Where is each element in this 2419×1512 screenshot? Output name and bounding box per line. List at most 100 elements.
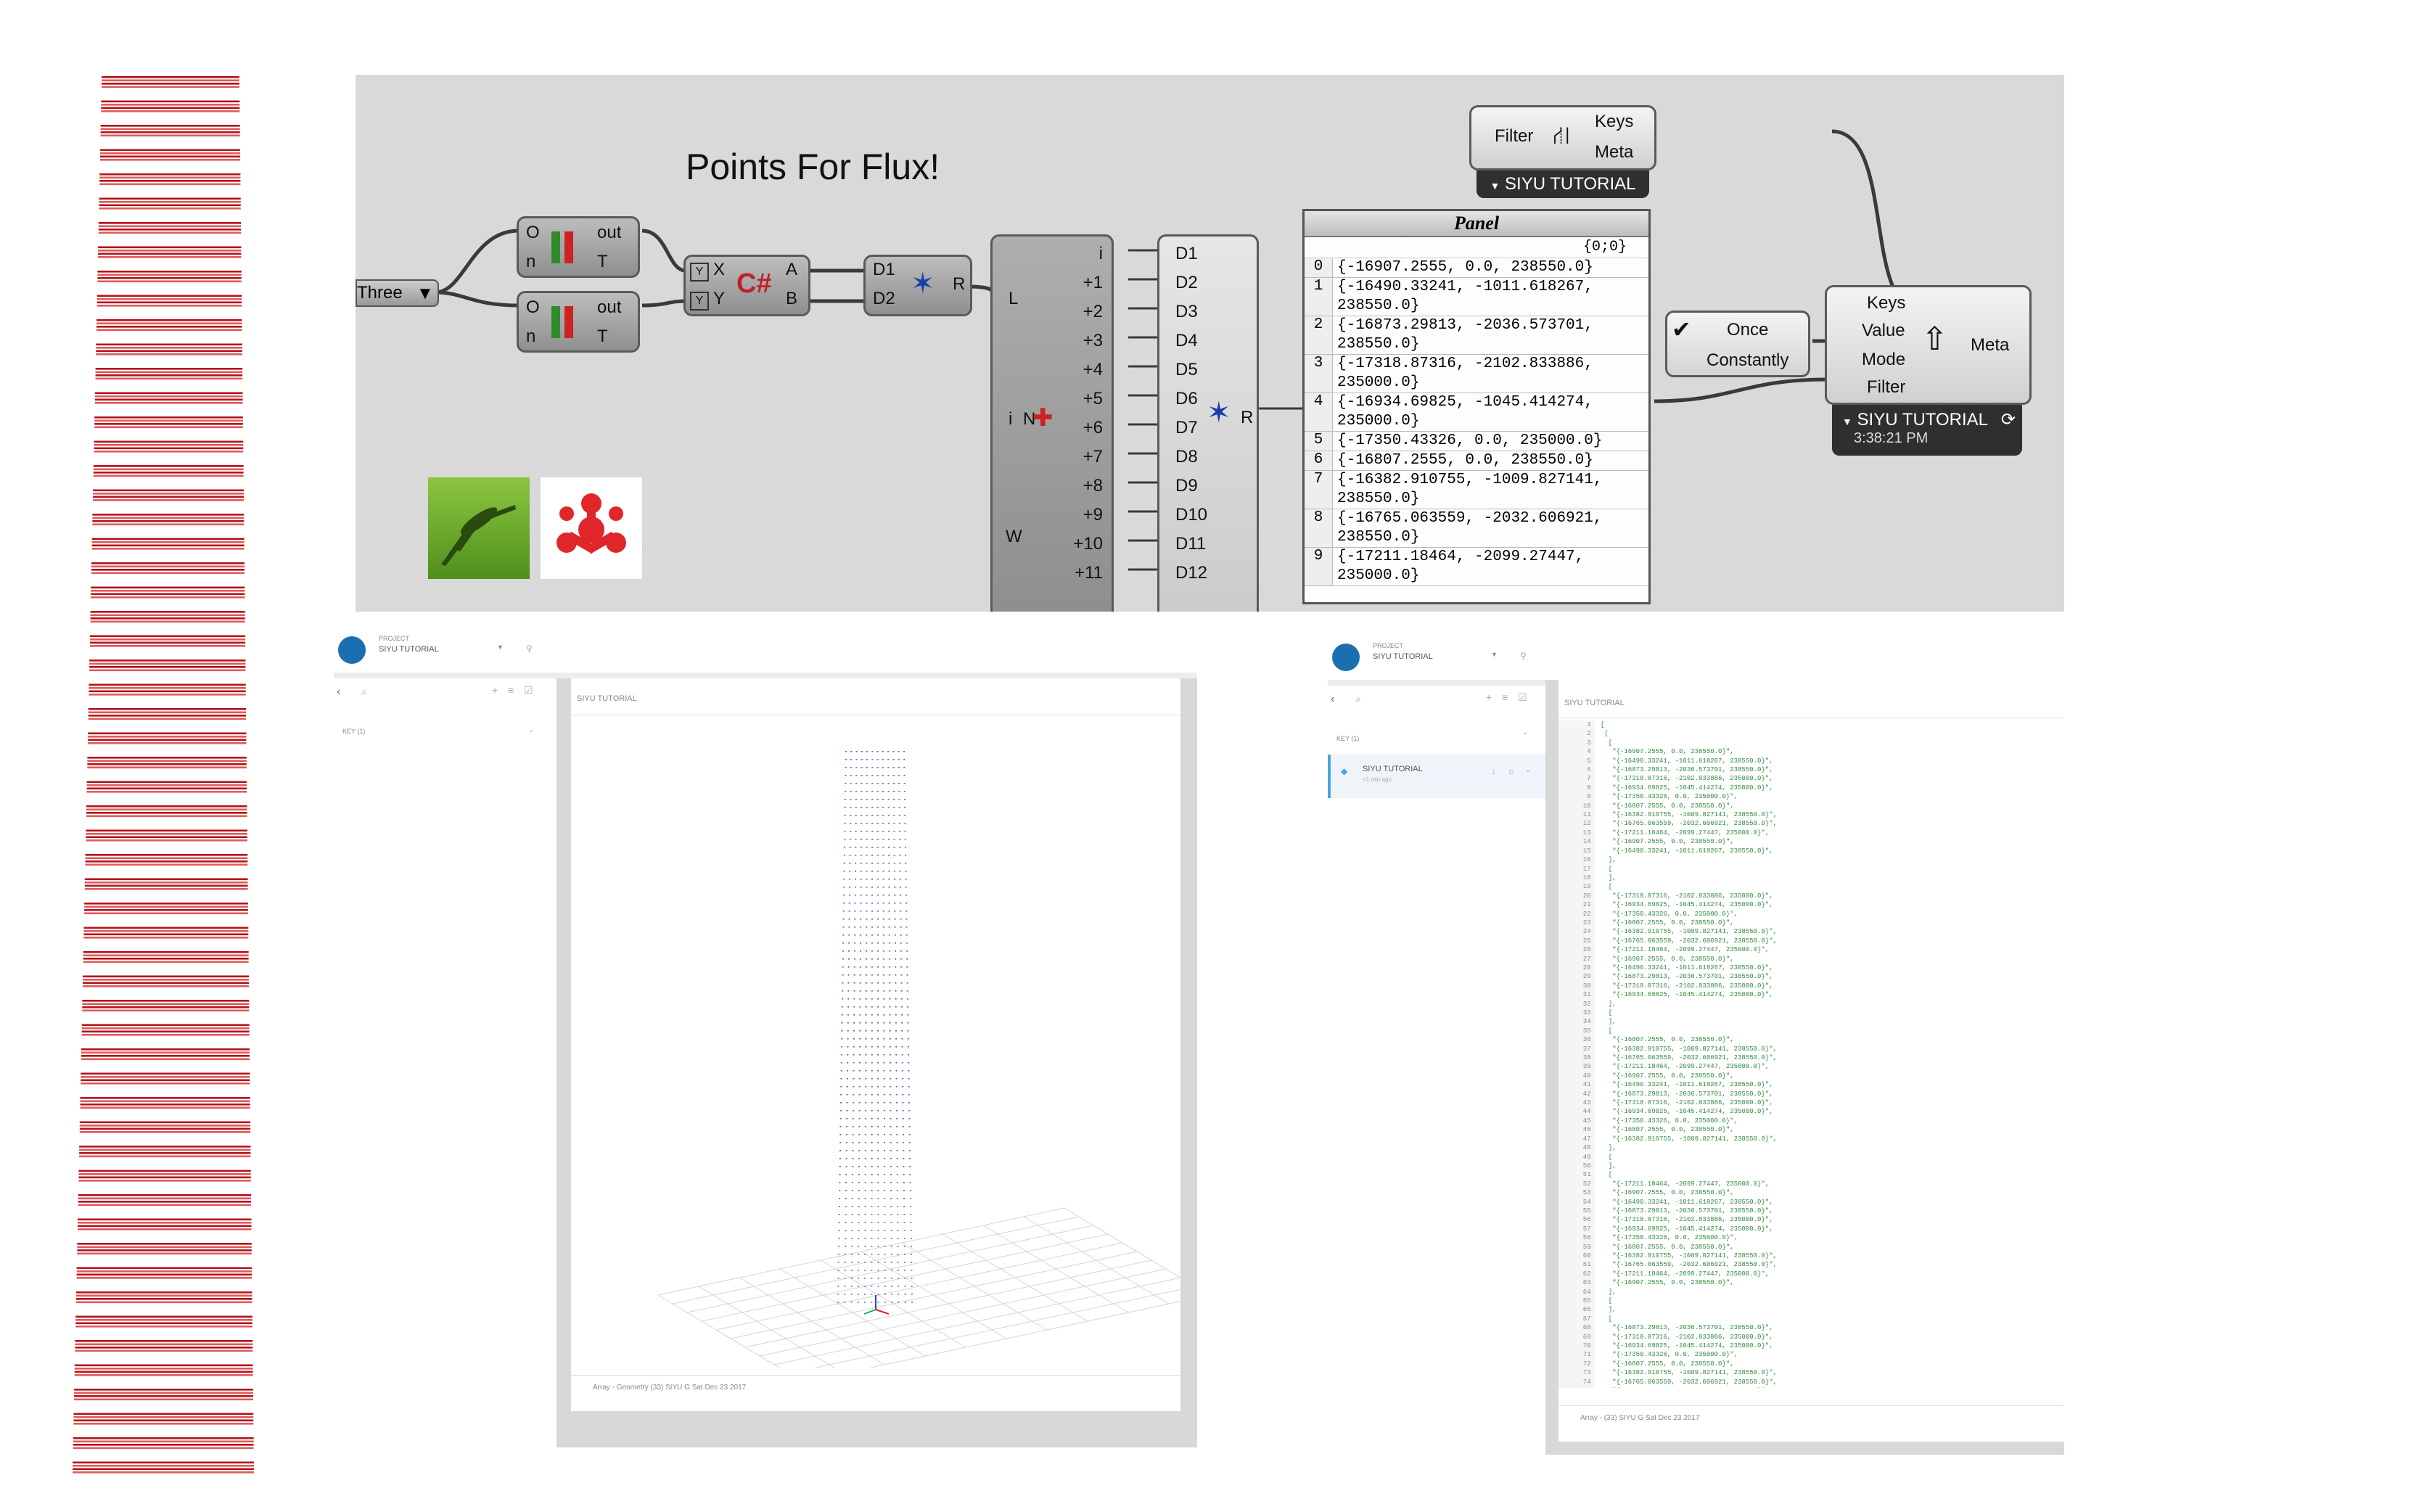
- download-icon[interactable]: ↓: [1492, 766, 1496, 776]
- tower-floor: [74, 1389, 253, 1401]
- flux-filter-node[interactable]: Filter ⛙ Keys Meta: [1469, 105, 1656, 170]
- list-output-0: i: [1098, 244, 1103, 263]
- tower-floor: [95, 368, 243, 380]
- project-name[interactable]: SIYU TUTORIAL: [1373, 652, 1433, 661]
- list-output-3: +3: [1083, 331, 1103, 350]
- user-icon[interactable]: ⚲: [526, 644, 533, 654]
- tower-floor: [82, 1000, 250, 1012]
- panel-row-value: {-17350.43326, 0.0, 235000.0}: [1337, 432, 1603, 449]
- panel-rows: 0{-16907.2555, 0.0, 238550.0} 1{-16490.33…: [1305, 258, 1648, 586]
- back-icon[interactable]: ‹: [337, 686, 341, 698]
- tower-floor: [85, 854, 248, 866]
- merge-node[interactable]: D1 D2 ✶ R: [863, 255, 972, 316]
- list-input-i: i: [1009, 409, 1013, 429]
- csharp-input-y: Y: [713, 289, 726, 308]
- viewport-panel[interactable]: SIYU TUTORIAL Array - Geometry (33) SIYU…: [557, 678, 1197, 1447]
- chevron-down-icon[interactable]: ▼: [497, 644, 504, 651]
- toggle-once: Once: [1727, 320, 1769, 340]
- panel-row: 7{-16382.910755, -1009.827141, 238550.0}: [1305, 471, 1648, 509]
- panel-row-index: 1: [1305, 278, 1333, 316]
- tower-floor: [81, 1048, 250, 1061]
- statusbar-divider: [1558, 1405, 2064, 1406]
- output-panel[interactable]: Panel {0;0} 0{-16907.2555, 0.0, 238550.0…: [1302, 209, 1651, 604]
- tower-floor: [96, 295, 242, 307]
- filter-label: Filter: [1495, 126, 1534, 146]
- series-output-t: T: [597, 252, 608, 271]
- entwine-input-d8: D8: [1175, 447, 1198, 467]
- series-input-o: O: [526, 297, 540, 317]
- flux-send-node[interactable]: Keys Value Mode Filter ⇧ Meta: [1825, 285, 2032, 405]
- lock-icon[interactable]: ⌂: [1508, 766, 1514, 776]
- add-icon[interactable]: +: [492, 684, 498, 696]
- chevron-down-icon[interactable]: ⌄: [1525, 766, 1532, 774]
- merge-input-d1: D1: [873, 260, 895, 279]
- add-icon[interactable]: +: [1486, 691, 1492, 703]
- series-node-2[interactable]: O n out T: [517, 291, 640, 353]
- toggle-node[interactable]: ✔ Once Constantly: [1665, 311, 1810, 377]
- flux-input-keys: Keys: [1867, 293, 1906, 313]
- chevron-up-icon[interactable]: ⌃: [1522, 732, 1529, 740]
- panel-row: 9{-17211.18464, -2099.27447, 235000.0}: [1305, 548, 1648, 586]
- data-view-title: SIYU TUTORIAL: [1564, 699, 1625, 707]
- tower-floor: [89, 683, 246, 696]
- series-node-1[interactable]: O n out T: [517, 216, 640, 278]
- panel-row: 4{-16934.69825, -1045.414274, 235000.0}: [1305, 393, 1648, 432]
- key-list-item[interactable]: ◆ SIYU TUTORIAL <1 min ago ↓ ⌂ ⌄: [1328, 755, 1548, 798]
- select-icon[interactable]: ☑: [1518, 691, 1527, 703]
- list-input-n: N: [1023, 409, 1036, 429]
- data-view[interactable]: SIYU TUTORIAL 1 2 3 4 5 6 7 8 9 10 11 12…: [1558, 680, 2064, 1442]
- key-item-time: <1 min ago: [1363, 776, 1392, 783]
- chevron-down-icon[interactable]: ▼: [1491, 651, 1498, 658]
- axis-gizmo: [863, 1295, 890, 1315]
- series-output-t: T: [597, 326, 608, 346]
- panel-row-value: {-16934.69825, -1045.414274, 235000.0}: [1337, 394, 1593, 430]
- flux-logo: [541, 477, 642, 579]
- y-icon: Y: [690, 292, 709, 311]
- panel-row-value: {-16907.2555, 0.0, 238550.0}: [1337, 259, 1593, 276]
- data-status: Array - (33) SIYU G Sat Dec 23 2017: [1580, 1414, 1700, 1422]
- tower-floor: [79, 1121, 251, 1133]
- entwine-input-d5: D5: [1175, 360, 1198, 379]
- refresh-icon[interactable]: ⟳: [2000, 410, 2016, 430]
- canvas-title: Points For Flux!: [686, 147, 940, 187]
- panel-row-index: 6: [1305, 451, 1333, 470]
- tower-floor: [91, 538, 245, 550]
- panel-row-index: 0: [1305, 258, 1333, 277]
- csharp-node[interactable]: Y Y X Y C# A B: [683, 255, 810, 316]
- entwine-input-d3: D3: [1175, 302, 1198, 321]
- select-icon[interactable]: ☑: [524, 684, 533, 696]
- search-icon[interactable]: ⌕: [1355, 693, 1361, 704]
- tower-floor: [92, 514, 245, 526]
- flux-project-bar[interactable]: ▼ SIYU TUTORIAL ⟳ 3:38:21 PM: [1832, 405, 2022, 456]
- chevron-down-icon[interactable]: ⌄: [528, 726, 535, 734]
- user-icon[interactable]: ⚲: [1520, 651, 1527, 661]
- point-cloud: [837, 751, 913, 1303]
- data-panel[interactable]: SIYU TUTORIAL 1 2 3 4 5 6 7 8 9 10 11 12…: [1545, 680, 2064, 1455]
- tower-floor: [97, 271, 242, 283]
- three-input[interactable]: Three ▼: [356, 279, 439, 307]
- search-icon[interactable]: ⌕: [361, 686, 367, 697]
- canvas-wires: [435, 129, 1916, 571]
- filter-icon[interactable]: ≡: [508, 684, 514, 696]
- tower-floor: [80, 1097, 250, 1109]
- grasshopper-canvas[interactable]: Points For Flux! Three ▼ O n out T O n o…: [356, 75, 2064, 612]
- project-name[interactable]: SIYU TUTORIAL: [379, 645, 439, 654]
- list-output-7: +7: [1083, 447, 1103, 467]
- filter-project-bar[interactable]: ▼ SIYU TUTORIAL: [1477, 170, 1649, 198]
- panel-title: Panel: [1305, 211, 1648, 237]
- list-output-10: +10: [1073, 534, 1103, 554]
- series-input-n: n: [526, 326, 536, 346]
- panel-row: 1{-16490.33241, -1011.618267, 238550.0}: [1305, 278, 1648, 316]
- panel-row-value: {-16765.063559, -2032.606921, 238550.0}: [1337, 510, 1603, 546]
- viewport[interactable]: SIYU TUTORIAL Array - Geometry (33) SIYU…: [571, 678, 1180, 1411]
- filter-icon[interactable]: ≡: [1502, 691, 1508, 703]
- upload-arrow-icon: ⇧: [1921, 321, 1948, 357]
- tower-floor: [93, 465, 244, 477]
- list-item-node[interactable]: L i N ✚ W i+1+2+3+4+5+6+7+8+9+10+11: [990, 234, 1114, 612]
- csharp-input-x: X: [713, 260, 726, 279]
- toggle-constantly: Constantly: [1707, 350, 1789, 370]
- tower-floor: [87, 757, 247, 769]
- back-icon[interactable]: ‹: [1331, 693, 1335, 705]
- csharp-output-b: B: [786, 289, 798, 308]
